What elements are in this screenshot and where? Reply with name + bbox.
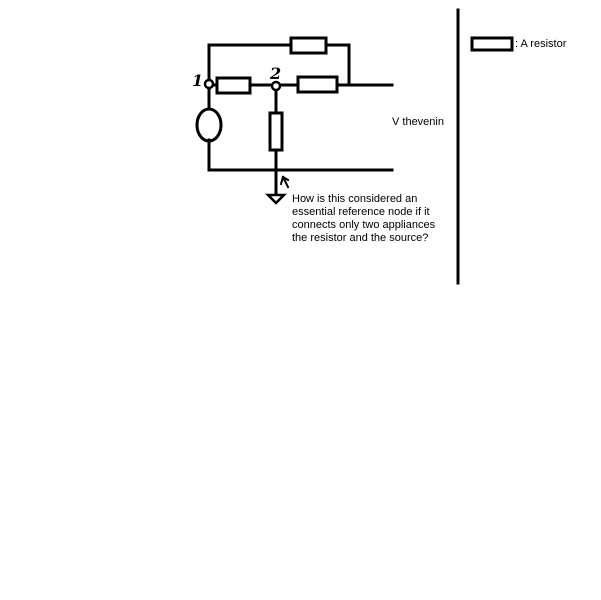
legend-resistor-icon [470,36,514,52]
annotation-line: connects only two appliances [292,219,436,231]
node-1-label: 1 [192,71,204,90]
vertical-resistor-icon [268,111,284,152]
node-2-label: 2 [270,64,282,83]
annotation-line: the resistor and the source? [292,232,429,244]
top-resistor-icon [289,36,328,55]
voltage-source-icon [195,107,223,143]
node-1-dot [203,78,215,90]
annotation-arrow [279,175,290,189]
right-resistor-icon [296,75,339,94]
legend-text: : A resistor [515,38,567,50]
left-resistor-icon [215,76,252,95]
top-wire [207,43,351,85]
v-thevenin-label: V thevenin [392,116,444,128]
annotation-text: How is this considered an essential refe… [292,193,452,245]
annotation-line: essential reference node if it [292,206,430,218]
annotation-line: How is this considered an [292,193,418,205]
ground-icon [264,193,288,205]
node-2-dot [270,80,282,92]
